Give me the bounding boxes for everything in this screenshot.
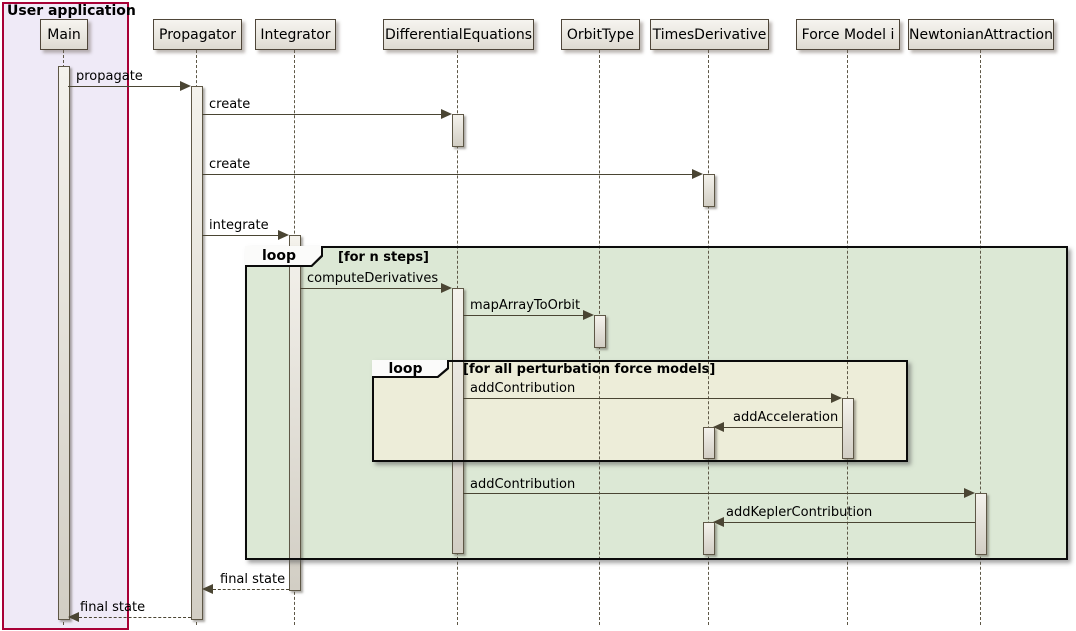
message-propagate-label: propagate [76,69,143,84]
message-addcontribution-2-line [463,493,965,494]
message-create-2-label: create [209,157,251,172]
participant-integrator: Integrator [255,19,336,50]
message-create-1-label: create [209,97,251,112]
message-finalstate-2-label: final state [80,600,146,615]
outer-loop-tab: loop [245,246,323,267]
activation-differentialequations-create [452,114,464,147]
lifeline-newtonianattraction [980,50,981,625]
outer-loop-tab-fill [245,246,321,265]
activation-timesderivative-kepler [703,522,715,555]
message-create-2-arrowhead-icon [692,169,703,179]
message-finalstate-1-arrowhead-icon [202,584,213,594]
inner-loop-guard: [for all perturbation force models] [463,362,716,377]
message-integrate-arrowhead-icon [278,230,289,240]
message-finalstate-1-label: final state [220,572,286,587]
activation-differentialequations-compute [452,288,464,554]
participant-timesderivative: TimesDerivative [650,19,769,50]
message-addcontribution-1-line [463,398,832,399]
message-addacceleration-line [724,427,842,428]
message-finalstate-2-line [79,617,191,618]
message-maparraytoorbit-line [463,315,584,316]
message-integrate-line [202,235,279,236]
message-finalstate-2-arrowhead-icon [68,612,79,622]
participant-differentialequations: DifferentialEquations [383,19,534,50]
participant-newtonianattraction: NewtonianAttraction [908,19,1054,50]
activation-force-model [842,398,854,459]
message-computederivatives-arrowhead-icon [441,283,452,293]
message-integrate-label: integrate [209,218,269,233]
activation-integrator [289,235,301,591]
lifeline-force-model [847,50,848,625]
outer-loop-keyword: loop [261,248,297,264]
message-computederivatives-label: computeDerivatives [307,271,439,286]
message-addkeplercontribution-line [724,522,975,523]
activation-timesderivative-create [703,174,715,207]
message-finalstate-1-line [213,589,289,590]
activation-newtonianattraction [975,493,987,555]
inner-loop-tab-fill [372,360,447,376]
activation-main [58,66,70,620]
message-addkeplercontribution-arrowhead-icon [713,517,724,527]
message-propagate-line [68,86,181,87]
participant-orbittype: OrbitType [561,19,640,50]
activation-propagator [191,86,203,620]
lifeline-timesderivative [708,50,709,625]
message-addkeplercontribution-label: addKeplerContribution [726,505,873,520]
participant-propagator: Propagator [153,19,242,50]
message-addcontribution-2-arrowhead-icon [964,488,975,498]
message-addcontribution-1-arrowhead-icon [831,393,842,403]
message-addacceleration-label: addAcceleration [733,410,839,425]
message-maparraytoorbit-label: mapArrayToOrbit [470,298,581,313]
activation-timesderivative-acceleration [703,427,715,459]
inner-loop-keyword: loop [388,360,423,377]
message-create-1-arrowhead-icon [441,109,452,119]
participant-main: Main [40,19,88,50]
user-application-box-title: User application [7,3,136,19]
outer-loop-guard: [for n steps] [338,250,429,265]
inner-loop-tab: loop [372,360,449,378]
message-addcontribution-2-label: addContribution [470,477,576,492]
message-create-1-line [202,114,442,115]
message-propagate-arrowhead-icon [180,81,191,91]
activation-orbittype [594,315,606,348]
participant-force-model: Force Model i [796,19,900,50]
message-computederivatives-line [300,288,442,289]
message-addcontribution-1-label: addContribution [470,381,576,396]
message-create-2-line [202,174,693,175]
message-maparraytoorbit-arrowhead-icon [583,310,594,320]
message-addacceleration-arrowhead-icon [713,422,724,432]
